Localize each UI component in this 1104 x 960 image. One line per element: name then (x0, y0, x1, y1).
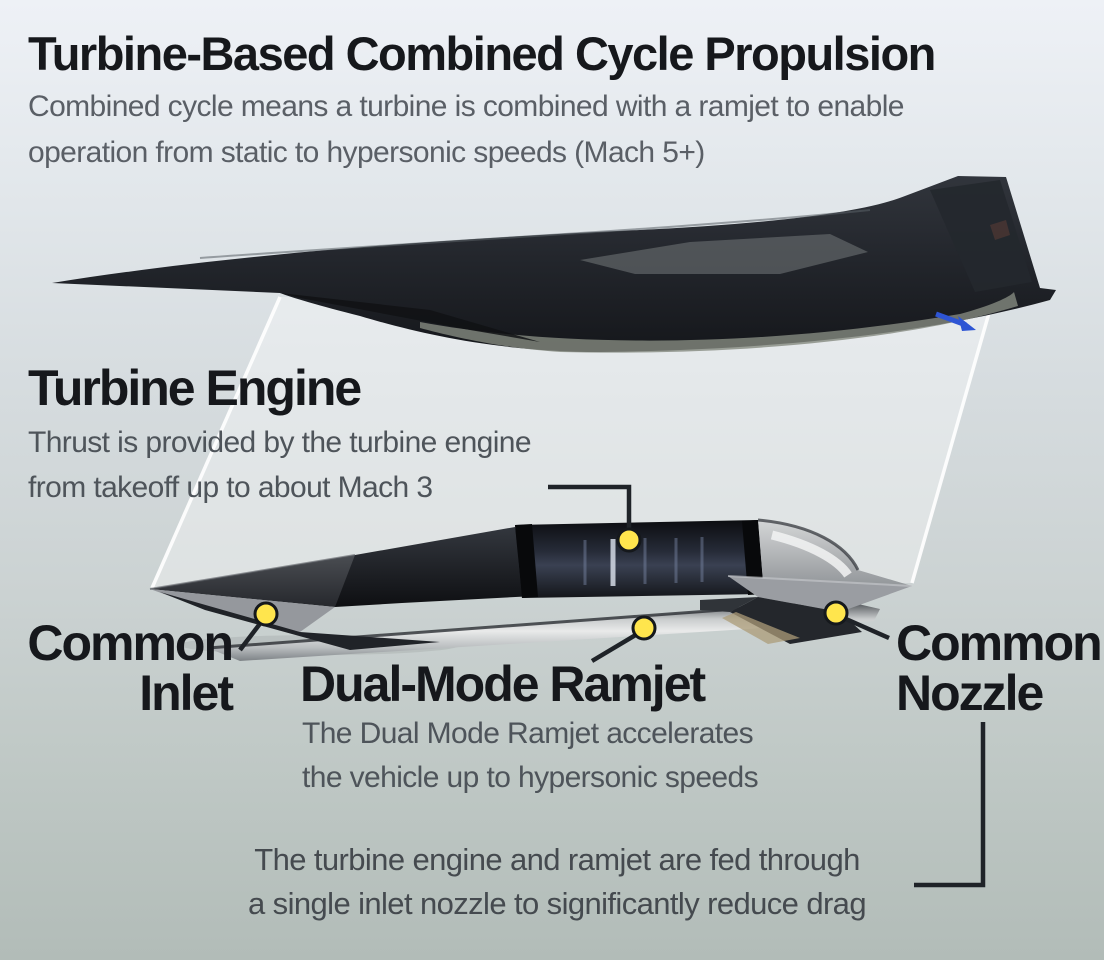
s-duct-top-edge (757, 518, 860, 571)
aircraft-chine-highlight (199, 209, 871, 259)
page-subtitle: Combined cycle means a turbine is combin… (28, 84, 904, 176)
ramjet-desc-line-1: The Dual Mode Ramjet accelerates (302, 717, 754, 750)
upper-duct (335, 527, 535, 607)
turbine-callout-dot (616, 527, 642, 553)
callout-line-inlet (238, 619, 264, 652)
aircraft-belly (420, 292, 1018, 353)
nozzle-callout-dot (823, 600, 849, 626)
ramjet-callout-dot (631, 615, 657, 641)
subtitle-line-2: operation from static to hypersonic spee… (28, 136, 705, 169)
inlet-label-line-1: Common (27, 615, 234, 671)
aircraft-keel (280, 293, 540, 342)
nozzle-under-facet (730, 597, 862, 644)
callout-line-footnote (914, 722, 986, 888)
callout-line-nozzle (845, 616, 890, 641)
tail-fin-marking (990, 220, 1010, 240)
ramjet-desc-line-2: the vehicle up to hypersonic speeds (302, 761, 759, 794)
aircraft-tail-fin (930, 180, 1032, 292)
callout-line-ramjet (590, 631, 641, 663)
nozzle-edge (727, 575, 913, 587)
inlet-lower-facet (150, 589, 335, 632)
common-nozzle-label: Common Nozzle (896, 615, 1103, 721)
footnote-line-2: a single inlet nozzle to significantly r… (248, 886, 867, 921)
blue-arrow-icon (935, 311, 976, 331)
turbine-front-ring (515, 524, 538, 598)
nozzle-join (700, 597, 758, 612)
nozzle-warm-glint (722, 612, 800, 644)
page-title: Turbine-Based Combined Cycle Propulsion (28, 27, 936, 80)
turbine-desc-line-2: from takeoff up to about Mach 3 (28, 471, 433, 504)
aircraft-canopy (580, 234, 868, 274)
inlet-callout-dot (253, 601, 279, 627)
zoom-line-right (910, 284, 999, 584)
turbine-engine-description: Thrust is provided by the turbine engine… (28, 420, 532, 510)
callout-lines (238, 484, 986, 888)
nozzle-top-facet (728, 576, 912, 612)
turbine-desc-line-1: Thrust is provided by the turbine engine (28, 426, 532, 459)
zoom-projection-lines (150, 284, 999, 589)
turbine-compressor-streaks (583, 537, 704, 585)
zoom-line-left (150, 296, 282, 589)
engine-cutaway-illustration (149, 518, 913, 661)
inlet-shadow-facet (160, 592, 440, 650)
s-duct-shine (770, 530, 852, 578)
zoom-cone (152, 285, 997, 588)
dual-mode-ramjet-heading: Dual-Mode Ramjet (300, 656, 706, 712)
inlet-label-line-2: Inlet (139, 665, 234, 721)
common-inlet-label: Common Inlet (20, 615, 234, 721)
callout-line-turbine (548, 484, 632, 530)
aircraft-illustration (52, 176, 1056, 353)
turbine-engine-heading: Turbine Engine (28, 360, 362, 416)
footnote-line-1: The turbine engine and ramjet are fed th… (254, 842, 860, 877)
subtitle-line-1: Combined cycle means a turbine is combin… (28, 90, 904, 123)
nozzle-label-line-2: Nozzle (896, 665, 1044, 721)
footnote: The turbine engine and ramjet are fed th… (167, 838, 947, 926)
callout-dots (253, 527, 849, 641)
inlet-edge (149, 554, 356, 590)
nozzle-label-line-1: Common (896, 615, 1103, 671)
dual-mode-ramjet-description: The Dual Mode Ramjet accelerates the veh… (302, 712, 759, 800)
aircraft-hull (52, 176, 1056, 352)
turbine-cylinder (515, 520, 764, 598)
